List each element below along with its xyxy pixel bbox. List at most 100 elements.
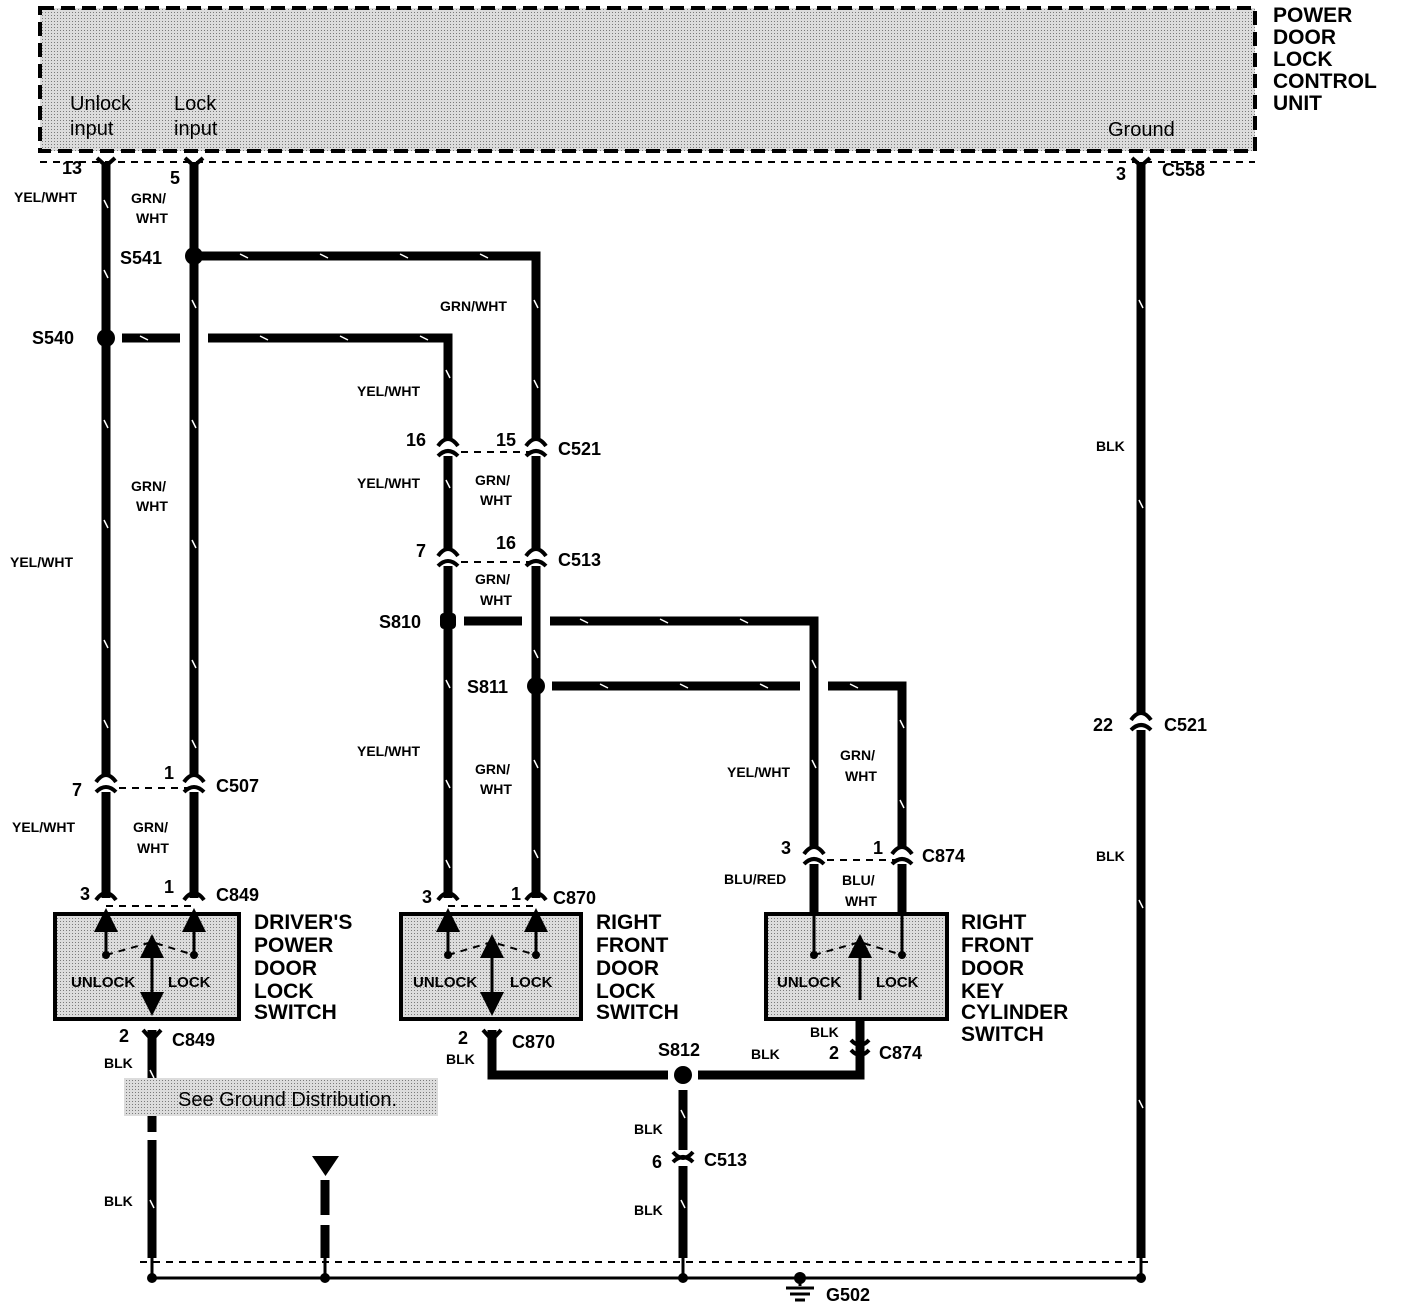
svg-text:POWER: POWER xyxy=(254,934,333,957)
svg-text:WHT: WHT xyxy=(136,498,168,514)
svg-text:GRN/: GRN/ xyxy=(475,571,510,587)
svg-text:See Ground Distribution.: See Ground Distribution. xyxy=(178,1089,397,1111)
svg-text:BLK: BLK xyxy=(810,1024,839,1040)
svg-text:C521: C521 xyxy=(558,439,601,459)
svg-text:DOOR: DOOR xyxy=(254,957,317,980)
ground-label: Ground xyxy=(1108,119,1175,141)
svg-text:SWITCH: SWITCH xyxy=(961,1023,1044,1046)
svg-text:7: 7 xyxy=(416,541,426,561)
svg-text:WHT: WHT xyxy=(480,492,512,508)
svg-text:YEL/WHT: YEL/WHT xyxy=(357,743,420,759)
lock-input-label-2: input xyxy=(174,118,218,140)
svg-text:POWER: POWER xyxy=(1273,4,1352,27)
svg-text:S810: S810 xyxy=(379,612,421,632)
wire-hatching xyxy=(103,199,1144,1209)
connector-symbols xyxy=(94,156,1153,1164)
control-unit: Unlock input Lock input Ground xyxy=(38,6,1257,153)
unlock-input-label: Unlock xyxy=(70,93,132,115)
svg-text:RIGHT: RIGHT xyxy=(596,911,662,934)
svg-text:UNLOCK: UNLOCK xyxy=(777,974,841,991)
svg-text:DOOR: DOOR xyxy=(596,957,659,980)
svg-text:C849: C849 xyxy=(172,1030,215,1050)
svg-text:C870: C870 xyxy=(553,888,596,908)
pin-numbers: 13 5 3 16 15 7 16 7 1 3 1 2 3 1 2 3 1 2 … xyxy=(62,158,1126,1172)
svg-text:BLU/: BLU/ xyxy=(842,872,875,888)
svg-text:1: 1 xyxy=(164,763,174,783)
svg-text:C513: C513 xyxy=(558,550,601,570)
svg-text:3: 3 xyxy=(781,838,791,858)
rf-key-switch-title: RIGHT FRONT DOOR KEY CYLINDER SWITCH xyxy=(961,911,1068,1046)
svg-text:C521: C521 xyxy=(1164,715,1207,735)
svg-text:2: 2 xyxy=(119,1026,129,1046)
svg-text:C507: C507 xyxy=(216,776,259,796)
svg-text:6: 6 xyxy=(652,1152,662,1172)
svg-text:UNLOCK: UNLOCK xyxy=(413,974,477,991)
splice-dots xyxy=(97,247,692,1084)
svg-text:GRN/WHT: GRN/WHT xyxy=(440,298,507,314)
svg-text:YEL/WHT: YEL/WHT xyxy=(727,764,790,780)
driver-switch-title: DRIVER'S POWER DOOR LOCK SWITCH xyxy=(254,911,352,1024)
svg-text:2: 2 xyxy=(458,1028,468,1048)
svg-text:LOCK: LOCK xyxy=(876,974,919,991)
svg-text:16: 16 xyxy=(496,533,516,553)
svg-text:GRN/: GRN/ xyxy=(475,472,510,488)
svg-text:S541: S541 xyxy=(120,248,162,268)
svg-text:S811: S811 xyxy=(467,677,508,697)
svg-text:1: 1 xyxy=(873,838,883,858)
svg-text:C849: C849 xyxy=(216,885,259,905)
svg-text:FRONT: FRONT xyxy=(596,934,668,957)
svg-text:DRIVER'S: DRIVER'S xyxy=(254,911,352,934)
svg-text:13: 13 xyxy=(62,158,82,178)
ground-distribution-note: See Ground Distribution. xyxy=(124,1078,438,1116)
svg-text:SWITCH: SWITCH xyxy=(596,1001,679,1024)
svg-text:WHT: WHT xyxy=(137,840,169,856)
svg-text:FRONT: FRONT xyxy=(961,934,1033,957)
svg-text:BLK: BLK xyxy=(446,1051,475,1067)
svg-text:S812: S812 xyxy=(658,1040,700,1060)
svg-text:BLK: BLK xyxy=(634,1202,663,1218)
svg-text:YEL/WHT: YEL/WHT xyxy=(10,554,73,570)
ground-bus xyxy=(147,1258,1146,1283)
ground-distribution-arrow-icon xyxy=(312,1156,339,1176)
svg-text:GRN/: GRN/ xyxy=(840,747,875,763)
svg-text:WHT: WHT xyxy=(845,768,877,784)
svg-text:22: 22 xyxy=(1093,715,1113,735)
rf-switch-title: RIGHT FRONT DOOR LOCK SWITCH xyxy=(596,911,679,1024)
svg-text:15: 15 xyxy=(496,430,516,450)
svg-text:LOCK: LOCK xyxy=(510,974,553,991)
svg-text:C513: C513 xyxy=(704,1150,747,1170)
svg-text:S540: S540 xyxy=(32,328,74,348)
svg-text:LOCK: LOCK xyxy=(1273,48,1333,71)
rf-key-switch-box xyxy=(764,912,949,1040)
svg-text:UNIT: UNIT xyxy=(1273,92,1322,115)
svg-text:C870: C870 xyxy=(512,1032,555,1052)
svg-text:BLK: BLK xyxy=(104,1055,133,1071)
svg-text:DOOR: DOOR xyxy=(961,957,1024,980)
svg-text:3: 3 xyxy=(80,884,90,904)
svg-text:YEL/WHT: YEL/WHT xyxy=(14,189,77,205)
svg-text:7: 7 xyxy=(72,780,82,800)
svg-text:WHT: WHT xyxy=(136,210,168,226)
svg-text:KEY: KEY xyxy=(961,980,1004,1003)
svg-text:SWITCH: SWITCH xyxy=(254,1001,337,1024)
splice-names: S541 S540 S810 S811 S812 G502 xyxy=(32,248,870,1305)
svg-text:1: 1 xyxy=(164,877,174,897)
svg-text:GRN/: GRN/ xyxy=(131,190,166,206)
lock-input-label: Lock xyxy=(174,93,217,115)
control-unit-title: POWER DOOR LOCK CONTROL UNIT xyxy=(1273,4,1377,115)
ground-symbol-icon xyxy=(786,1272,814,1302)
svg-text:5: 5 xyxy=(170,168,180,188)
svg-text:BLK: BLK xyxy=(634,1121,663,1137)
svg-text:BLK: BLK xyxy=(104,1193,133,1209)
svg-text:G502: G502 xyxy=(826,1285,870,1305)
svg-text:WHT: WHT xyxy=(480,781,512,797)
svg-text:1: 1 xyxy=(511,884,521,904)
rf-switch-box xyxy=(399,908,583,1021)
svg-text:BLK: BLK xyxy=(1096,438,1125,454)
svg-text:3: 3 xyxy=(422,887,432,907)
svg-text:WHT: WHT xyxy=(845,893,877,909)
svg-text:3: 3 xyxy=(1116,164,1126,184)
svg-text:DOOR: DOOR xyxy=(1273,26,1336,49)
svg-text:WHT: WHT xyxy=(480,592,512,608)
